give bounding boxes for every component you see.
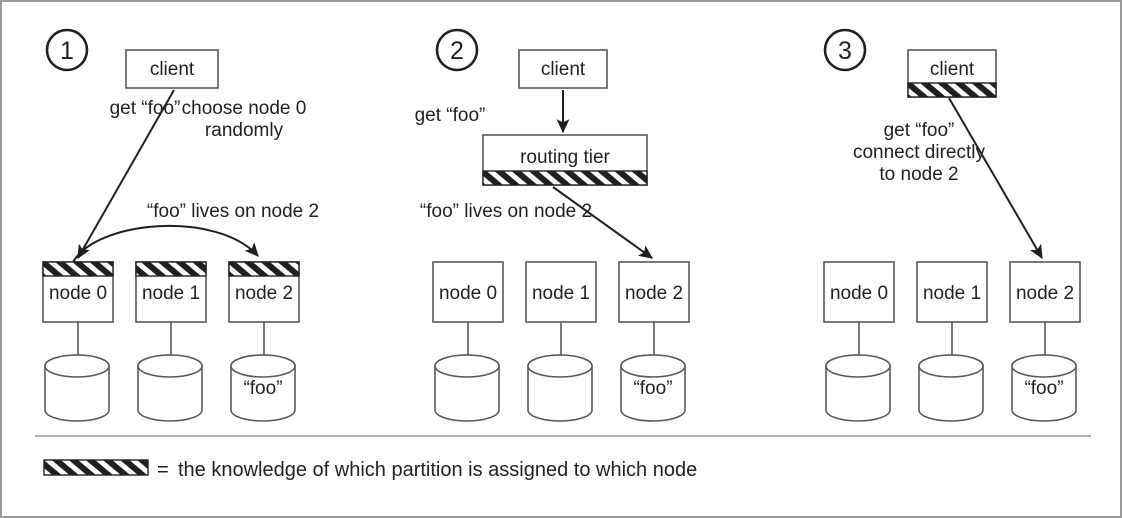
node-box-0-panel-2[interactable]: node 0: [432, 261, 504, 323]
storage-cylinder-1-panel-2: [527, 354, 593, 422]
panel-2: 2 client get “foo” routing tier “foo” li…: [415, 28, 690, 422]
storage-value: “foo”: [243, 378, 282, 399]
node-label: node 1: [923, 283, 981, 304]
client-box-2[interactable]: client: [518, 49, 608, 89]
client-box-1[interactable]: client: [125, 49, 219, 89]
step-number: 1: [60, 37, 74, 65]
node-box-0-panel-3[interactable]: node 0: [823, 261, 895, 323]
storage-cylinder-2-panel-1: “foo”: [230, 354, 296, 422]
node-label: node 2: [235, 283, 293, 304]
node-label: node 0: [830, 283, 888, 304]
routing-tier-box[interactable]: routing tier: [482, 134, 648, 186]
step-number: 3: [838, 37, 852, 65]
node-label: node 2: [625, 283, 683, 304]
storage-value: “foo”: [633, 378, 672, 399]
node-box-2-panel-2[interactable]: node 2: [618, 261, 690, 323]
panel-3: 3 client get “foo” connect directly to n…: [823, 28, 1081, 422]
step-badge-1: 1: [45, 28, 89, 72]
storage-cylinder-2-panel-3: “foo”: [1011, 354, 1077, 422]
legend-equals: =: [157, 459, 169, 481]
node-label: node 0: [439, 283, 497, 304]
node-label: node 1: [142, 283, 200, 304]
client-box-label: client: [150, 59, 195, 80]
storage-cylinder-2-panel-2: “foo”: [620, 354, 686, 422]
node-box-1-panel-2[interactable]: node 1: [525, 261, 597, 323]
choose-node-label-line1: choose node 0: [182, 98, 307, 119]
client-box-label: client: [930, 59, 975, 80]
hatch-swatch-icon: [43, 459, 149, 476]
arrow-routing-tier-to-node2: [552, 186, 653, 259]
request-label-2: get “foo”: [415, 105, 486, 126]
choose-node-label-line2: randomly: [205, 120, 284, 141]
client-box-label: client: [541, 59, 586, 80]
storage-cylinder-0-panel-3: [825, 354, 891, 422]
panel-1: 1 client get “foo” choose node 0 randoml…: [42, 28, 319, 422]
step-badge-2: 2: [435, 28, 479, 72]
node-box-1-panel-1[interactable]: node 1: [135, 261, 207, 323]
redirect-label-1: “foo” lives on node 2: [147, 201, 319, 222]
node-label: node 2: [1016, 283, 1074, 304]
arrow-node0-to-node2: [71, 224, 259, 265]
node-box-0-panel-1[interactable]: node 0: [42, 261, 114, 323]
step-number: 2: [450, 37, 464, 65]
storage-cylinder-0-panel-1: [44, 354, 110, 422]
legend-text: the knowledge of which partition is assi…: [178, 459, 697, 481]
storage-value: “foo”: [1024, 378, 1063, 399]
node-label: node 0: [49, 283, 107, 304]
request-label-3-line1: get “foo”: [884, 120, 955, 141]
request-label-3-line3: to node 2: [879, 164, 958, 185]
routing-tier-label: routing tier: [520, 147, 610, 168]
node-box-2-panel-1[interactable]: node 2: [228, 261, 300, 323]
node-box-1-panel-3[interactable]: node 1: [916, 261, 988, 323]
arrow-client-to-node0: [77, 89, 175, 260]
storage-cylinder-1-panel-1: [137, 354, 203, 422]
client-box-3[interactable]: client: [907, 49, 997, 98]
request-label-1: get “foo”: [110, 98, 181, 119]
arrow-client-to-node2-direct: [948, 97, 1043, 260]
step-badge-3: 3: [823, 28, 867, 72]
storage-cylinder-1-panel-3: [918, 354, 984, 422]
legend: = the knowledge of which partition is as…: [43, 459, 697, 481]
node-label: node 1: [532, 283, 590, 304]
lookup-label-2: “foo” lives on node 2: [420, 201, 592, 222]
storage-cylinder-0-panel-2: [434, 354, 500, 422]
node-box-2-panel-3[interactable]: node 2: [1009, 261, 1081, 323]
request-label-3-line2: connect directly: [853, 142, 986, 163]
